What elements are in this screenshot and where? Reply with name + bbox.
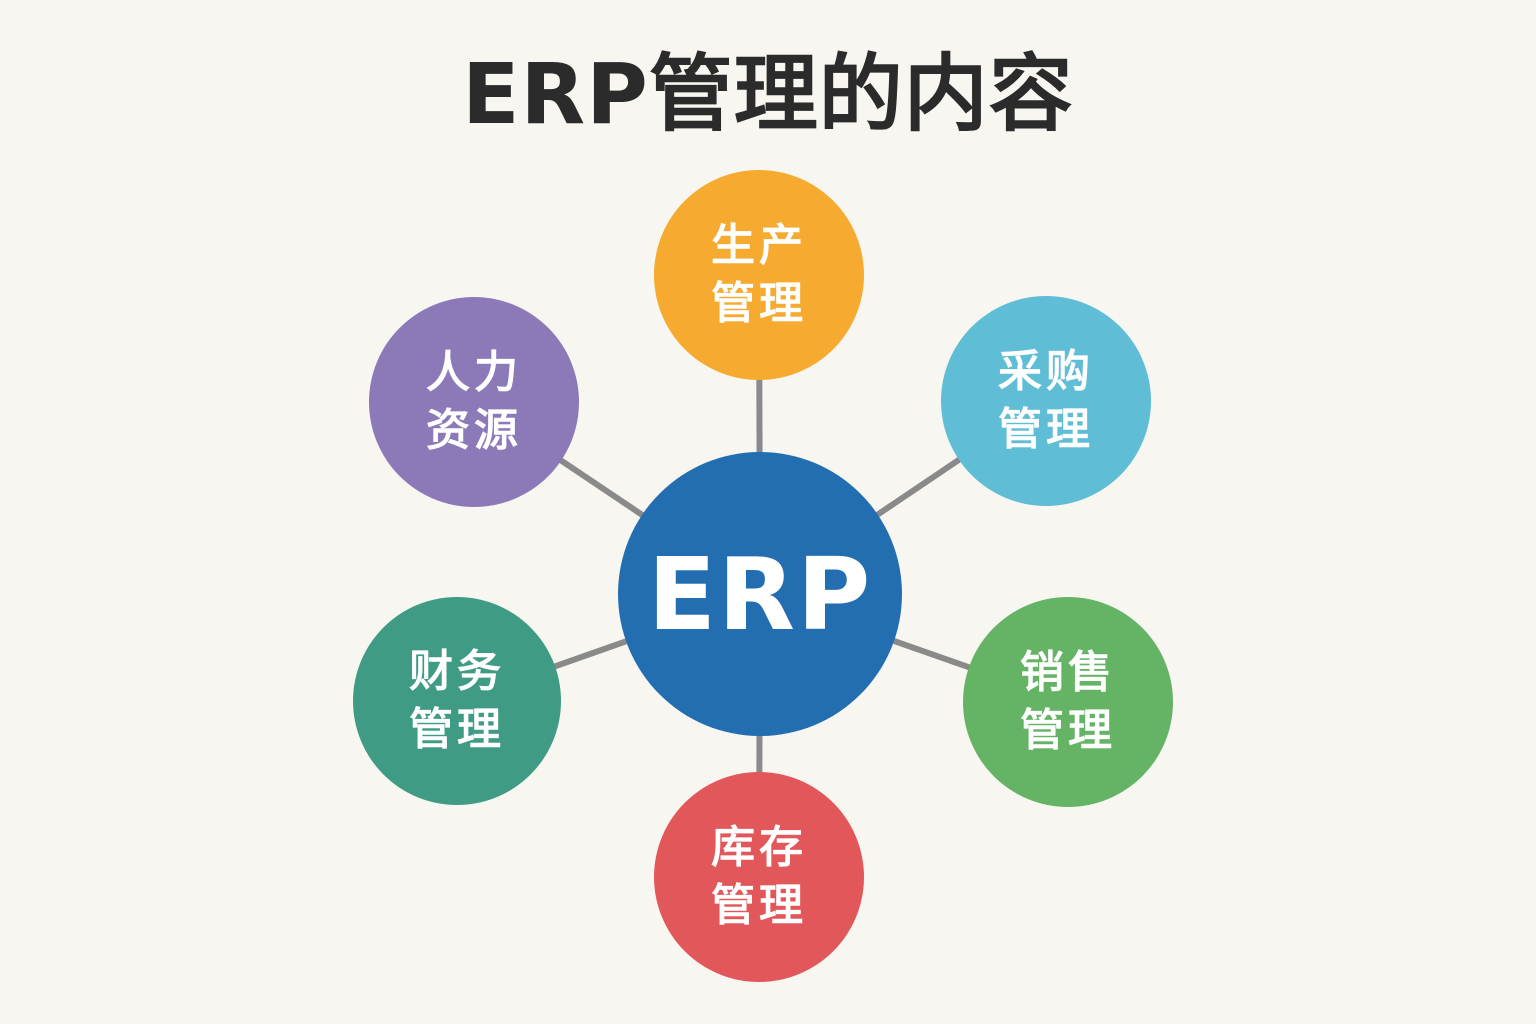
node-purchasing-management: 采购 管理: [941, 296, 1151, 506]
diagram-title: ERP管理的内容: [462, 45, 1074, 143]
node-human-resources: 人力 资源: [369, 297, 579, 507]
node-label: 采购 管理: [998, 346, 1094, 455]
node-finance-management: 财务 管理: [353, 597, 561, 805]
node-sales-management: 销售 管理: [963, 597, 1173, 807]
center-node-erp: ERP: [618, 452, 902, 736]
node-production-management: 生产 管理: [654, 170, 864, 380]
node-label: 销售 管理: [1020, 647, 1116, 756]
node-inventory-management: 库存 管理: [654, 772, 864, 982]
node-label: 库存 管理: [711, 822, 807, 931]
node-label: 人力 资源: [426, 347, 522, 456]
node-label: 生产 管理: [711, 220, 807, 329]
center-label: ERP: [647, 535, 873, 653]
node-label: 财务 管理: [409, 646, 505, 755]
